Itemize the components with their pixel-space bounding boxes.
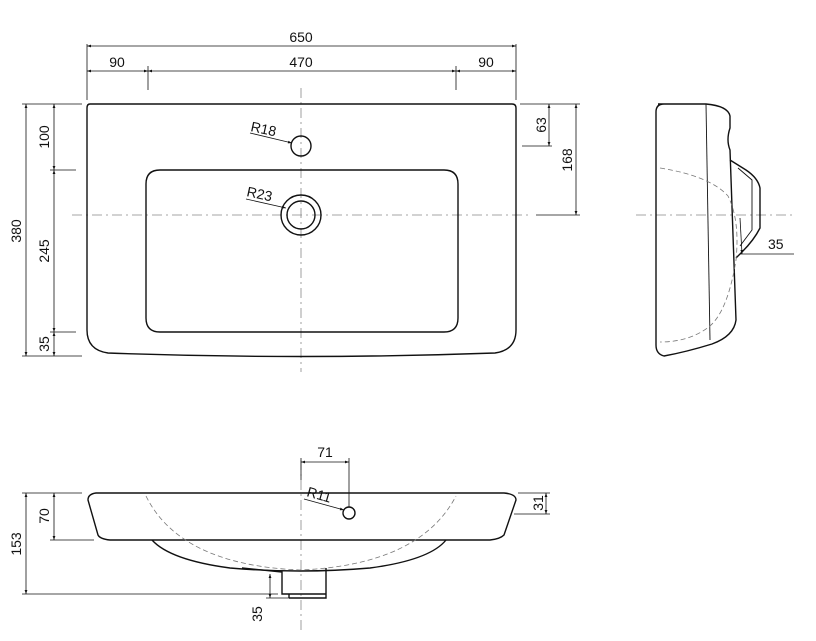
label-drain-radius: R23 bbox=[245, 183, 274, 204]
label-center-span: 470 bbox=[289, 54, 313, 70]
label-bowl-depth: 245 bbox=[36, 239, 52, 263]
label-overflow-radius: R11 bbox=[305, 484, 333, 506]
label-rim-height: 70 bbox=[36, 508, 52, 524]
side-view: 35 bbox=[636, 103, 794, 357]
front-waste-outline bbox=[241, 567, 327, 599]
leader-r11 bbox=[303, 498, 345, 511]
front-view: 71 R11 153 70 31 35 bbox=[8, 444, 550, 630]
drain-outer bbox=[280, 194, 322, 236]
drain-inner bbox=[286, 200, 316, 230]
label-right-margin: 90 bbox=[478, 54, 494, 70]
label-overall-width: 650 bbox=[289, 29, 313, 45]
label-tap-hole-radius: R18 bbox=[249, 118, 278, 139]
front-bowl-hidden bbox=[145, 495, 457, 571]
side-body-outline bbox=[655, 103, 737, 357]
label-overall-depth: 380 bbox=[8, 219, 24, 243]
label-front-rim: 35 bbox=[36, 336, 52, 352]
leader-r18 bbox=[249, 132, 293, 144]
label-tap-hole-offset: 63 bbox=[533, 117, 549, 133]
side-waste-outline bbox=[729, 159, 761, 259]
label-overflow-offset: 71 bbox=[317, 444, 333, 460]
label-top-offset: 100 bbox=[36, 125, 52, 149]
bowl-outline bbox=[145, 169, 459, 333]
label-left-margin: 90 bbox=[109, 54, 125, 70]
basin-outline bbox=[86, 103, 517, 358]
plan-view: 650 90 470 90 380 100 245 35 63 168 R18 … bbox=[8, 29, 580, 372]
label-right-rim: 31 bbox=[530, 495, 546, 511]
label-total-height: 153 bbox=[8, 532, 24, 556]
overflow-hole bbox=[342, 506, 356, 520]
label-drain-offset: 168 bbox=[559, 148, 575, 172]
front-bowl-outline bbox=[151, 539, 447, 572]
label-waste-height: 35 bbox=[768, 236, 784, 252]
leader-r23 bbox=[245, 198, 287, 209]
front-rim-outline bbox=[87, 492, 517, 541]
label-waste-outlet: 35 bbox=[249, 606, 265, 622]
tap-hole bbox=[290, 135, 312, 157]
side-bowl-hidden bbox=[659, 167, 738, 343]
